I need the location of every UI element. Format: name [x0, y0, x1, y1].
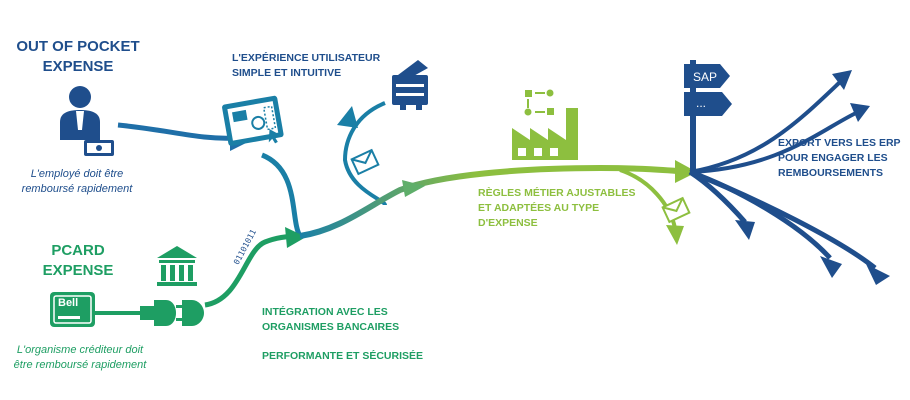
erp-arrowhead-2 — [850, 103, 870, 122]
ux-flow-line — [260, 152, 303, 238]
card-label: Bell — [58, 297, 79, 309]
erp-arrowhead-5 — [866, 264, 890, 285]
workflow-icon — [524, 89, 554, 116]
erp-arrowhead-3 — [735, 220, 755, 240]
erp-arrow-2 — [689, 110, 859, 174]
erp-caption-line3: REMBOURSEMENTS — [778, 167, 884, 179]
pcard-caption-line1: L'organisme créditeur doit — [16, 344, 144, 356]
erp-caption-line1: EXPORT VERS LES ERP — [778, 137, 901, 149]
scanner-flow-arrowhead — [337, 106, 358, 128]
pcard-title-line1: PCARD — [51, 242, 105, 259]
erp-arrow-1 — [689, 80, 842, 174]
erp-arrowhead-1 — [832, 70, 852, 90]
erp-arrowhead-4 — [820, 256, 842, 278]
bank-caption-line3: PERFORMANTE ET SÉCURISÉE — [262, 350, 424, 362]
oop-title-line2: EXPENSE — [42, 58, 114, 75]
erp-signpost-icon: SAP ... — [684, 60, 732, 172]
pcard-title-line2: EXPENSE — [42, 262, 114, 279]
employee-flow-line — [117, 122, 236, 141]
oop-caption-line1: L'employé doit être — [30, 168, 124, 180]
user-interface-icon — [222, 95, 284, 146]
rules-caption-line1: RÈGLES MÉTIER AJUSTABLES — [478, 187, 636, 199]
rules-branch-arrowhead — [666, 225, 684, 245]
main-flow-arrowhead-2 — [675, 160, 697, 183]
sign-more-label: ... — [696, 96, 706, 110]
pcard-caption-line2: être remboursé rapidement — [13, 359, 147, 371]
scanner-flow-line — [342, 101, 387, 207]
oop-caption-line2: remboursé rapidement — [21, 183, 133, 195]
ux-caption-line1: L'EXPÉRIENCE UTILISATEUR — [232, 52, 381, 64]
ux-caption-line2: SIMPLE ET INTUITIVE — [232, 67, 342, 79]
bank-caption-line2: ORGANISMES BANCAIRES — [262, 321, 400, 333]
credit-card-icon — [50, 292, 95, 327]
main-flow-line — [299, 164, 691, 239]
rules-caption-line2: ET ADAPTÉES AU TYPE — [478, 202, 600, 214]
oop-title-line1: OUT OF POCKET — [16, 38, 140, 55]
bank-flow-arrowhead — [285, 227, 306, 248]
bank-icon — [157, 246, 197, 286]
employee-icon — [60, 86, 114, 156]
erp-caption-line2: POUR ENGAGER LES — [778, 152, 888, 164]
mail-icon-rules — [661, 196, 691, 224]
erp-arrow-3 — [688, 169, 747, 224]
factory-icon — [512, 108, 578, 160]
erp-arrow-5 — [689, 169, 877, 270]
plug-icon — [140, 300, 204, 326]
bank-flow-line — [204, 233, 301, 308]
mail-icon — [350, 148, 380, 176]
scanner-icon — [392, 60, 428, 110]
sign-sap-label: SAP — [693, 70, 717, 84]
main-flow-arrowhead-1 — [402, 180, 425, 197]
bank-caption-line1: INTÉGRATION AVEC LES — [262, 306, 388, 318]
rules-caption-line3: D'EXPENSE — [478, 217, 538, 229]
